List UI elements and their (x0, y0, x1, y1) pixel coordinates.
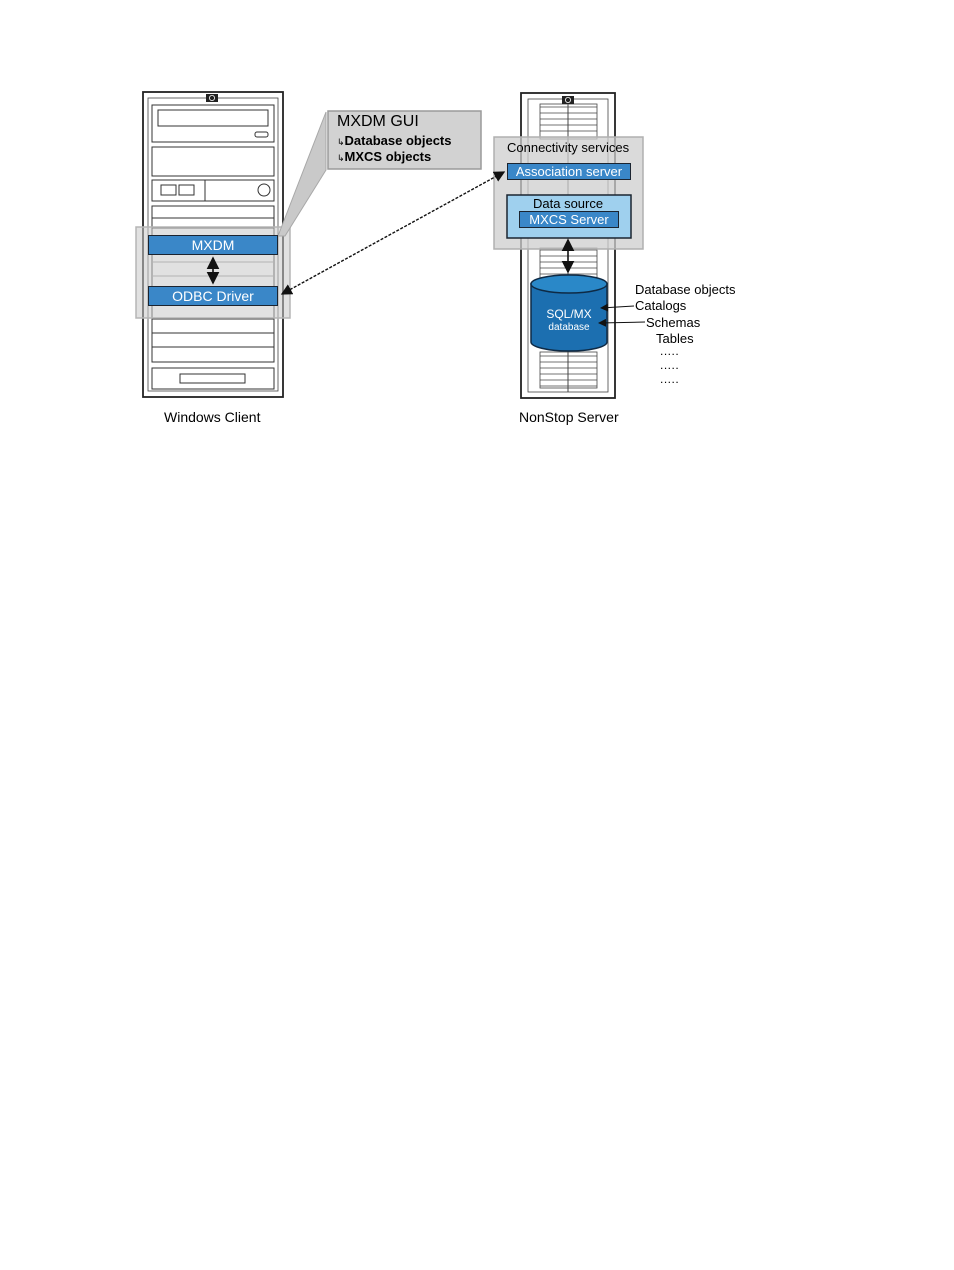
mxcs-server-label: MXCS Server (529, 212, 608, 227)
nonstop-server-caption: NonStop Server (519, 409, 619, 425)
mxcs-server-box: MXCS Server (519, 211, 619, 228)
db-objects-heading: Database objects (635, 282, 735, 297)
association-server-box: Association server (507, 163, 631, 180)
windows-client-caption: Windows Client (164, 409, 260, 425)
db-objects-schemas: Schemas (646, 315, 700, 330)
callout-item-database-objects: ↳Database objects (337, 133, 451, 148)
connectivity-services-label: Connectivity services (507, 140, 629, 155)
callout-arrow-icon: ↳ (337, 137, 345, 147)
callout-pointer (278, 112, 326, 236)
mxdm-box: MXDM (148, 235, 278, 255)
database-label-line1: SQL/MX (531, 307, 607, 321)
callout-arrow-icon: ↳ (337, 153, 345, 163)
hp-logo-icon (206, 94, 218, 102)
odbc-driver-box: ODBC Driver (148, 286, 278, 306)
mxdm-label: MXDM (192, 237, 235, 253)
db-objects-ellipsis: ..... (660, 372, 679, 386)
server-hp-logo-icon (562, 96, 574, 104)
db-objects-ellipsis: ..... (660, 358, 679, 372)
association-server-label: Association server (516, 164, 622, 179)
callout-item-mxcs-objects: ↳MXCS objects (337, 149, 431, 164)
callout-title: MXDM GUI (337, 113, 419, 131)
db-objects-ellipsis: ..... (660, 344, 679, 358)
odbc-driver-label: ODBC Driver (172, 288, 254, 304)
database-label-line2: database (531, 322, 607, 333)
data-source-label: Data source (533, 196, 603, 211)
client-server-connection-arrow (282, 172, 504, 294)
db-objects-catalogs: Catalogs (635, 298, 686, 313)
